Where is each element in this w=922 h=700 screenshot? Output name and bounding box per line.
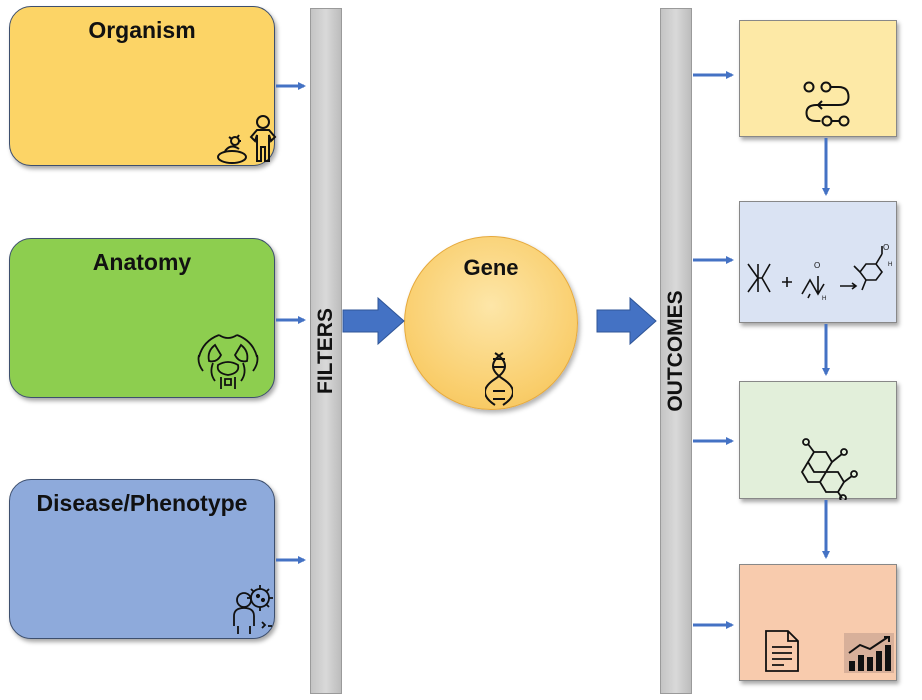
anatomy-box: Anatomy [9, 238, 275, 398]
gene-node: Gene [404, 236, 578, 410]
disease-icon [233, 585, 273, 634]
svg-text:H: H [888, 262, 892, 268]
molecule-icon [800, 438, 858, 500]
svg-text:O: O [814, 261, 820, 270]
anatomy-label: Anatomy [92, 249, 192, 275]
block-arrow-gene-outcomes [596, 296, 657, 346]
outcome-report-box [739, 564, 897, 681]
document-icon [765, 630, 799, 672]
reaction-icon: O H O H [747, 243, 892, 302]
outcome-pathway-box [739, 20, 897, 137]
gene-label: Gene [463, 255, 519, 280]
bar-chart-icon [844, 633, 894, 673]
disease-label: Disease/Phenotype [36, 490, 248, 516]
pathway-icon [803, 81, 850, 127]
outcomes-bar: OUTCOMES [660, 8, 692, 694]
svg-text:H: H [822, 296, 826, 302]
block-arrow-filters-gene [342, 296, 405, 346]
organism-box: Organism [9, 6, 277, 166]
outcome-reaction-box: O H O H [739, 201, 897, 323]
outcome-molecule-box [739, 381, 897, 500]
dna-icon [485, 352, 513, 406]
organism-icon [217, 115, 277, 164]
svg-text:O: O [883, 243, 889, 252]
disease-box: Disease/Phenotype [9, 479, 275, 639]
organism-label: Organism [88, 17, 196, 43]
anatomy-icon [197, 334, 259, 389]
filters-bar: FILTERS [310, 8, 342, 694]
